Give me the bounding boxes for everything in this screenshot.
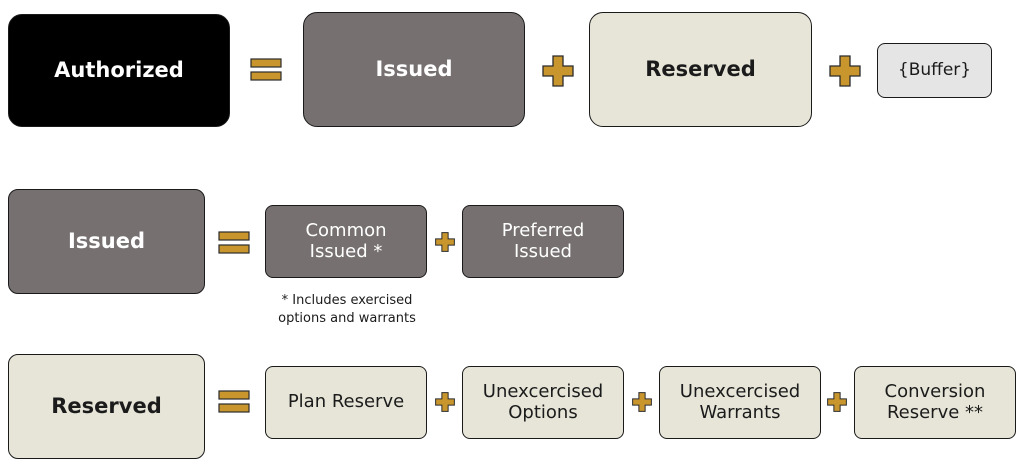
equals-icon: [218, 231, 250, 255]
issued-box: Issued: [303, 12, 525, 127]
unexercised-warrants-box: Unexcercised Warrants: [659, 366, 821, 439]
reserved-box: Reserved: [8, 354, 205, 459]
reserved-label: Reserved: [645, 57, 756, 82]
unexercised-options-label: Unexcercised Options: [482, 380, 604, 423]
plus-icon: [542, 55, 574, 87]
authorized-box: Authorized: [8, 14, 230, 127]
common-issued-label: Common Issued *: [305, 219, 387, 262]
issued-label: Issued: [67, 229, 146, 254]
equals-icon: [218, 390, 250, 414]
issued-label: Issued: [375, 57, 453, 82]
buffer-box: {Buffer}: [877, 43, 992, 98]
common-issued-box: Common Issued *: [265, 205, 427, 278]
plus-icon: [435, 392, 455, 412]
equals-icon: [250, 58, 282, 82]
unexercised-options-box: Unexcercised Options: [462, 366, 624, 439]
plus-icon: [829, 55, 861, 87]
reserved-label: Reserved: [51, 394, 162, 419]
reserved-box: Reserved: [589, 12, 812, 127]
unexercised-warrants-label: Unexcercised Warrants: [679, 380, 801, 423]
plus-icon: [435, 232, 455, 252]
plan-reserve-label: Plan Reserve: [287, 391, 405, 413]
conversion-reserve-label: Conversion Reserve **: [884, 380, 986, 423]
preferred-issued-label: Preferred Issued: [501, 219, 585, 262]
plus-icon: [827, 392, 847, 412]
preferred-issued-box: Preferred Issued: [462, 205, 624, 278]
footnote: * Includes exercised options and warrant…: [278, 293, 416, 326]
plus-icon: [632, 392, 652, 412]
issued-box: Issued: [8, 189, 205, 294]
conversion-reserve-box: Conversion Reserve **: [854, 366, 1016, 439]
plan-reserve-box: Plan Reserve: [265, 366, 427, 439]
buffer-label: {Buffer}: [897, 59, 972, 80]
authorized-label: Authorized: [54, 58, 184, 83]
